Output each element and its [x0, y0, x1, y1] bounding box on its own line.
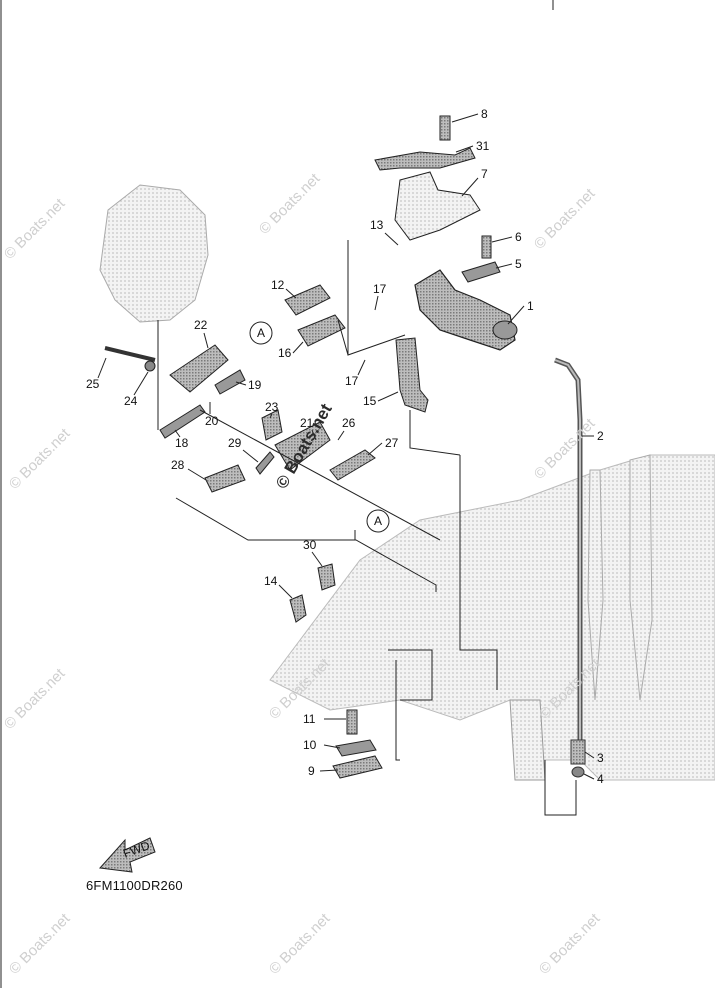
rod-nut — [571, 766, 585, 778]
callout-13: 13 — [370, 218, 384, 232]
engine-housing-outline — [269, 454, 715, 781]
section-marker-a-2 — [366, 509, 390, 533]
watermark-11: © Boats.net — [536, 910, 604, 978]
callout-29: 29 — [228, 436, 242, 450]
section-marker-a-1-label: A — [257, 326, 265, 340]
callout-15: 15 — [363, 394, 377, 408]
callout-26: 26 — [342, 416, 356, 430]
callout-25: 25 — [86, 377, 100, 391]
callout-1: 1 — [527, 299, 534, 313]
callout-8: 8 — [481, 107, 488, 121]
fwd-arrow: FWD — [98, 837, 156, 873]
callout-5: 5 — [515, 257, 522, 271]
bolt-8 — [439, 115, 451, 141]
link-28 — [204, 464, 246, 493]
callout-19: 19 — [248, 378, 262, 392]
callout-24: 24 — [124, 394, 138, 408]
diagram-code: 6FM1100DR260 — [86, 878, 183, 893]
link-18 — [159, 404, 206, 439]
callout-28: 28 — [171, 458, 185, 472]
callout-16: 16 — [278, 346, 292, 360]
lever-plate-31 — [374, 147, 476, 171]
plate-10 — [335, 739, 377, 757]
shift-arm-15 — [395, 337, 429, 413]
callout-7: 7 — [481, 167, 488, 181]
bolt-6 — [481, 235, 492, 259]
washer-24 — [144, 360, 156, 372]
shift-bracket — [414, 269, 516, 351]
watermark-6: © Boats.net — [1, 665, 69, 733]
link-12 — [284, 284, 331, 316]
callout-6: 6 — [515, 230, 522, 244]
callout-18: 18 — [175, 436, 189, 450]
callout-2: 2 — [597, 429, 604, 443]
clip-30 — [317, 563, 336, 591]
callout-4: 4 — [597, 772, 604, 786]
spring-29 — [255, 451, 275, 475]
lever-7 — [394, 171, 481, 241]
callout-23: 23 — [265, 400, 279, 414]
clip-14 — [289, 594, 307, 623]
housing-rib-2 — [629, 454, 653, 701]
callout-11: 11 — [303, 712, 316, 726]
watermark-5: © Boats.net — [531, 415, 599, 483]
callout-17a: 17 — [373, 282, 387, 296]
link-16 — [297, 314, 346, 347]
callout-30: 30 — [303, 538, 317, 552]
watermark-2: © Boats.net — [256, 170, 324, 238]
watermark-9: © Boats.net — [6, 910, 74, 978]
lever-27 — [329, 449, 376, 481]
lever-22 — [169, 344, 229, 393]
washer-5 — [461, 261, 501, 283]
callout-14: 14 — [264, 574, 278, 588]
bolt-11 — [346, 709, 358, 735]
callout-21: 21 — [300, 416, 314, 430]
housing-rib — [587, 469, 604, 701]
callout-3: 3 — [597, 751, 604, 765]
watermark-10: © Boats.net — [266, 910, 334, 978]
section-marker-a-1 — [249, 321, 273, 345]
callout-17b: 17 — [345, 374, 359, 388]
spring-19 — [214, 369, 246, 395]
bracket-boss — [492, 320, 518, 340]
callout-20: 20 — [205, 414, 219, 428]
engine-block-outline — [99, 184, 209, 323]
plate-9 — [332, 755, 383, 779]
callout-27: 27 — [385, 436, 399, 450]
section-marker-a-2-label: A — [374, 514, 382, 528]
callout-9: 9 — [308, 764, 315, 778]
callout-10: 10 — [303, 738, 317, 752]
spring-23 — [261, 409, 283, 441]
callout-31: 31 — [476, 139, 490, 153]
callout-12: 12 — [271, 278, 285, 292]
callout-group: 1 2 3 4 5 6 7 8 9 10 11 12 13 14 15 16 1… — [86, 107, 604, 786]
bolt-25 — [104, 346, 156, 362]
watermark-3: © Boats.net — [531, 185, 599, 253]
callout-22: 22 — [194, 318, 208, 332]
watermark-1: © Boats.net — [1, 195, 69, 263]
leader-lines — [157, 240, 577, 816]
watermark-4: © Boats.net — [6, 425, 74, 493]
rod-grommet — [570, 739, 586, 765]
shift-rod-highlight — [554, 359, 581, 740]
